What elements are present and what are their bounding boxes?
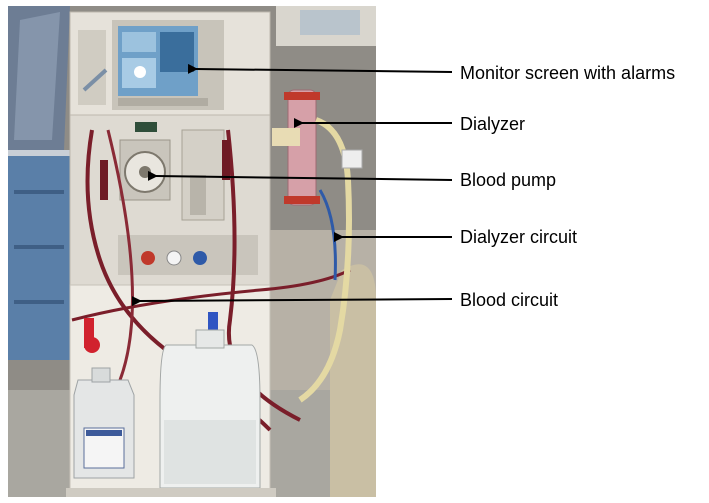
red-bicart-connector: [84, 318, 94, 348]
machine-base: [66, 488, 276, 497]
armchair: [330, 264, 376, 497]
monitor-keypad: [118, 98, 208, 106]
label-dialyzer-circuit: Dialyzer circuit: [460, 227, 578, 247]
label-blood-circuit: Blood circuit: [460, 290, 559, 310]
blue-connector: [193, 251, 207, 265]
blue-cabinet: [8, 150, 70, 360]
label-dialyzer: Dialyzer: [460, 114, 526, 134]
red-connector: [141, 251, 155, 265]
connector-panel: [118, 235, 258, 275]
pump-display: [135, 122, 157, 132]
label-monitor-screen: Monitor screen with alarms: [460, 63, 676, 83]
dialyzer-tubing: [298, 117, 352, 403]
blue-bicart-connector: [208, 312, 218, 334]
label-blood-pump: Blood pump: [460, 170, 557, 190]
dialyzer: [287, 89, 317, 206]
